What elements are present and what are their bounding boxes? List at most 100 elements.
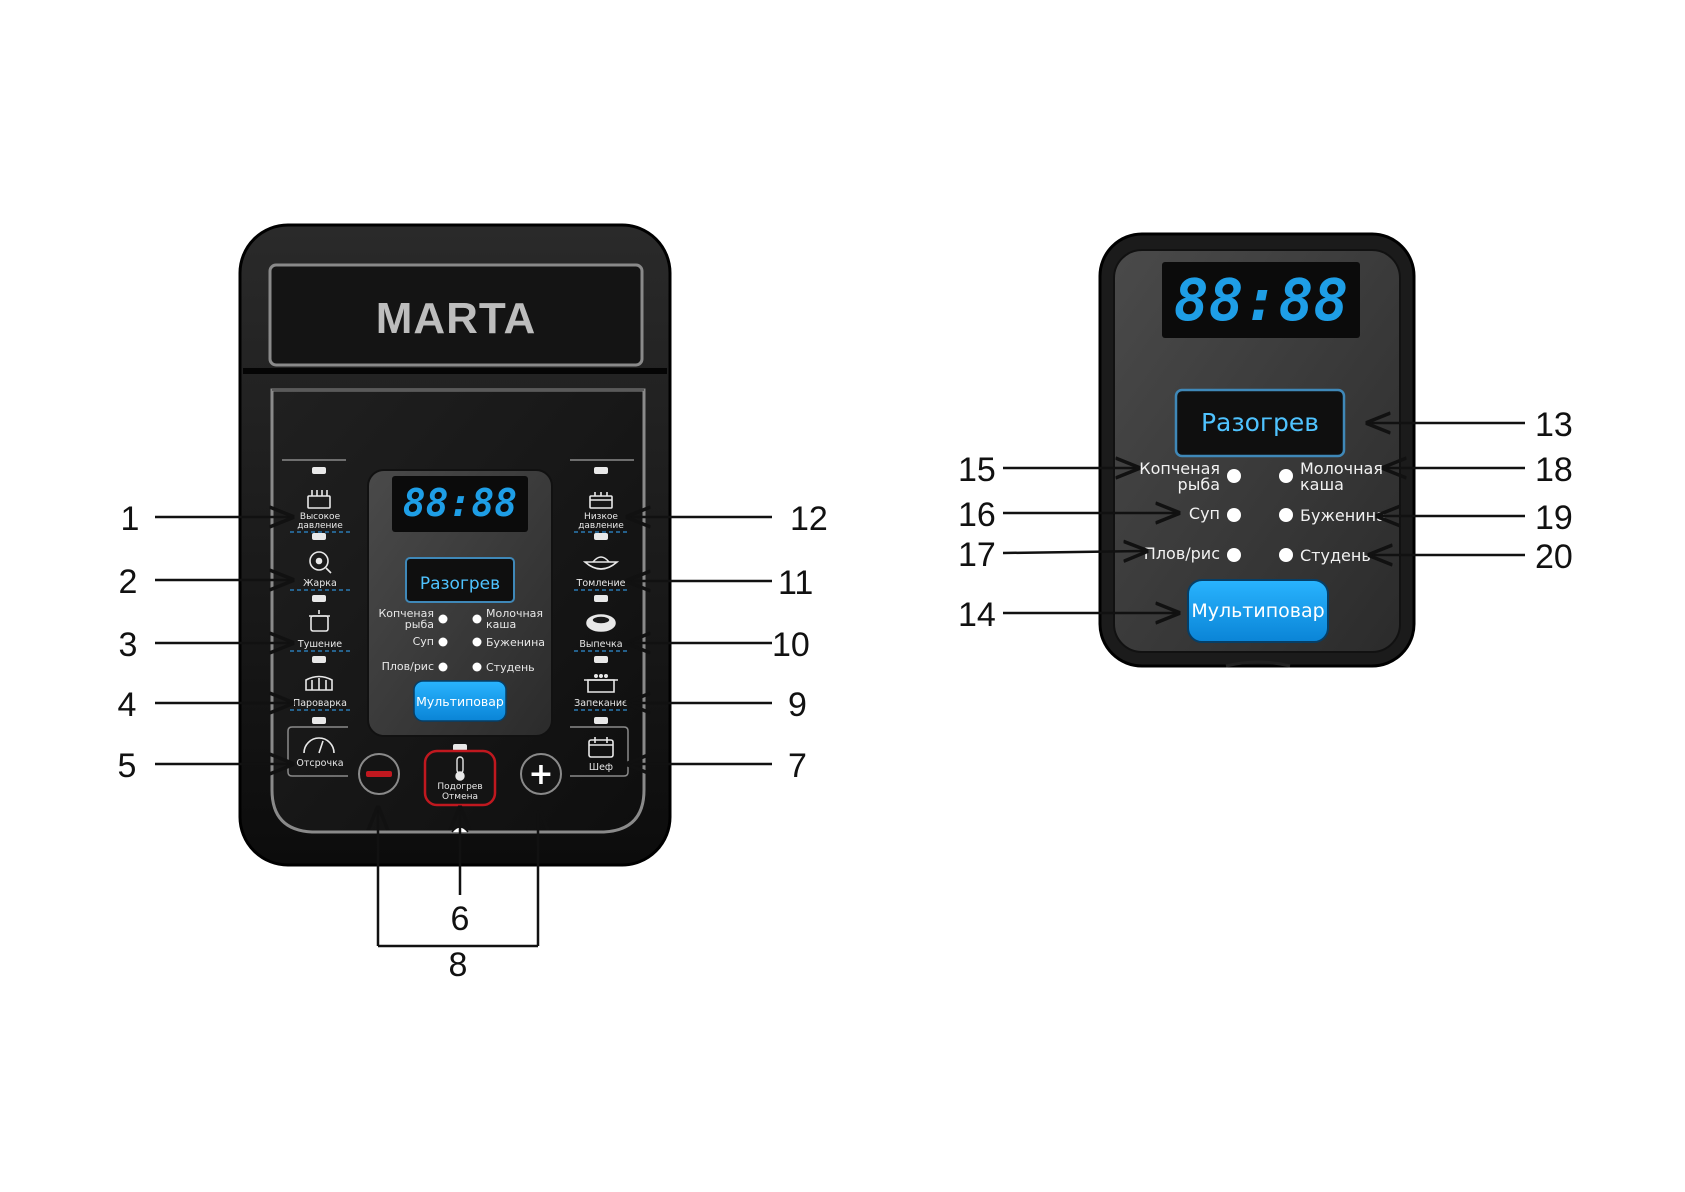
svg-text:Тушение: Тушение — [297, 639, 342, 650]
indicator-dot — [1227, 548, 1241, 562]
indicator-dot — [1227, 508, 1241, 522]
svg-text:Отсрочка: Отсрочка — [296, 758, 343, 769]
simmering-button[interactable]: Томление — [574, 533, 630, 591]
callout-numbers: 1 2 3 4 5 12 11 10 9 7 6 8 13 15 16 17 1… — [118, 406, 1573, 984]
plus-button[interactable]: + — [520, 753, 562, 795]
frying-button[interactable]: Жарка — [290, 533, 350, 591]
indicator-dot — [438, 637, 448, 647]
svg-text:Суп: Суп — [1189, 504, 1220, 523]
clock-icon — [303, 737, 335, 754]
led — [312, 717, 326, 724]
svg-text:Пароварка: Пароварка — [293, 698, 347, 709]
svg-text:Плов/рис: Плов/рис — [382, 660, 434, 673]
callout-14: 14 — [958, 596, 996, 634]
svg-text:Выпечка: Выпечка — [579, 639, 622, 650]
svg-text:Низкое: Низкое — [584, 512, 618, 522]
low-pressure-button[interactable]: Низкое давление — [574, 467, 630, 533]
led — [594, 717, 608, 724]
baking-button[interactable]: Выпечка — [574, 595, 630, 652]
frying-icon — [309, 551, 332, 574]
stewing-button[interactable]: Тушение — [290, 595, 350, 652]
led — [594, 595, 608, 602]
svg-text:Буженина: Буженина — [1300, 506, 1386, 525]
callout-13: 13 — [1535, 406, 1573, 444]
left-button-column: Высокое давление Жарка — [282, 459, 350, 777]
svg-text:Копченая: Копченая — [1139, 459, 1220, 478]
brand-logo: MARTA — [376, 294, 537, 343]
svg-text:Отмена: Отмена — [442, 792, 478, 802]
callout-4: 4 — [118, 686, 137, 724]
led — [594, 533, 608, 540]
high-pressure-button[interactable]: Высокое давление — [290, 467, 350, 533]
indicator-dot — [472, 662, 482, 672]
stew-pot-icon — [309, 610, 330, 632]
digital-display — [1162, 262, 1360, 338]
svg-text:Запекание: Запекание — [574, 698, 628, 709]
minus-button[interactable] — [358, 753, 400, 795]
svg-text:Студень: Студень — [486, 661, 535, 674]
steamer-button[interactable]: Пароварка — [290, 656, 350, 711]
callout-2: 2 — [119, 563, 138, 601]
callout-6: 6 — [451, 900, 470, 938]
svg-text:Шеф: Шеф — [589, 762, 613, 773]
svg-text:каша: каша — [486, 618, 516, 631]
callout-8: 8 — [449, 946, 468, 984]
reheat-indicator — [1174, 388, 1346, 458]
callout-12: 12 — [790, 500, 828, 538]
brand-plate — [268, 263, 644, 367]
multicook-button[interactable]: Мультиповар — [1187, 579, 1329, 643]
display-panel-zoomed: 88:88 Разогрев Копченая рыба Суп Плов/ри… — [1098, 232, 1416, 668]
multicook-button[interactable]: Мультиповар — [413, 680, 507, 722]
svg-text:Студень: Студень — [1300, 546, 1371, 565]
oven-tray-icon — [584, 673, 618, 693]
svg-text:Подогрев: Подогрев — [437, 782, 482, 792]
chef-button[interactable]: Шеф — [570, 717, 629, 777]
program-list-small: Копченая рыба Суп Плов/рис Молочная каша… — [378, 607, 545, 674]
indicator-dot — [1279, 469, 1293, 483]
multicooker-panel: MARTA 88:88 Разогрев Копченая рыба Суп П… — [238, 223, 672, 867]
right-button-column: Низкое давление Томление — [570, 459, 634, 777]
reheat-indicator — [405, 557, 515, 603]
callout-leaders — [155, 423, 1525, 948]
callout-9: 9 — [788, 686, 807, 724]
callout-11: 11 — [778, 564, 813, 602]
plus-icon: + — [528, 757, 553, 792]
callout-10: 10 — [772, 626, 810, 664]
callout-20: 20 — [1535, 538, 1573, 576]
svg-text:Жарка: Жарка — [303, 578, 337, 589]
led — [312, 595, 326, 602]
callout-1: 1 — [121, 500, 140, 538]
svg-text:Мультиповар: Мультиповар — [416, 694, 504, 709]
svg-text:Буженина: Буженина — [486, 636, 545, 649]
svg-text:каша: каша — [1300, 475, 1344, 494]
svg-text:Суп: Суп — [413, 635, 434, 648]
svg-text:Копченая: Копченая — [378, 607, 434, 620]
callout-18: 18 — [1535, 451, 1573, 489]
svg-text:Молочная: Молочная — [1300, 459, 1383, 478]
callout-19: 19 — [1535, 499, 1573, 537]
chef-box-icon — [588, 737, 614, 758]
svg-text:Молочная: Молочная — [486, 607, 543, 620]
delay-button[interactable]: Отсрочка — [287, 717, 348, 777]
indicator-dot — [1279, 508, 1293, 522]
callout-3: 3 — [119, 626, 138, 664]
svg-text:Мультиповар: Мультиповар — [1191, 600, 1324, 622]
led — [594, 656, 608, 663]
svg-text:Разогрев: Разогрев — [420, 574, 500, 594]
svg-text:рыба: рыба — [405, 618, 434, 631]
program-list-large: Копченая рыба Суп Плов/рис Молочная каша… — [1139, 459, 1386, 565]
oven-bake-button[interactable]: Запекание — [574, 656, 630, 711]
callout-15: 15 — [958, 451, 996, 489]
svg-text:рыба: рыба — [1178, 475, 1220, 494]
indicator-dot — [1227, 469, 1241, 483]
display-digits: 88:88 — [403, 481, 517, 525]
cake-icon — [586, 614, 616, 632]
led — [453, 744, 467, 751]
indicator-dot — [472, 614, 482, 624]
steamer-icon — [305, 675, 333, 691]
svg-text:Томление: Томление — [576, 578, 626, 589]
reheat-cancel-button[interactable]: Подогрев Отмена — [423, 744, 497, 807]
indicator-dot — [472, 637, 482, 647]
svg-text:давление: давление — [578, 521, 624, 531]
